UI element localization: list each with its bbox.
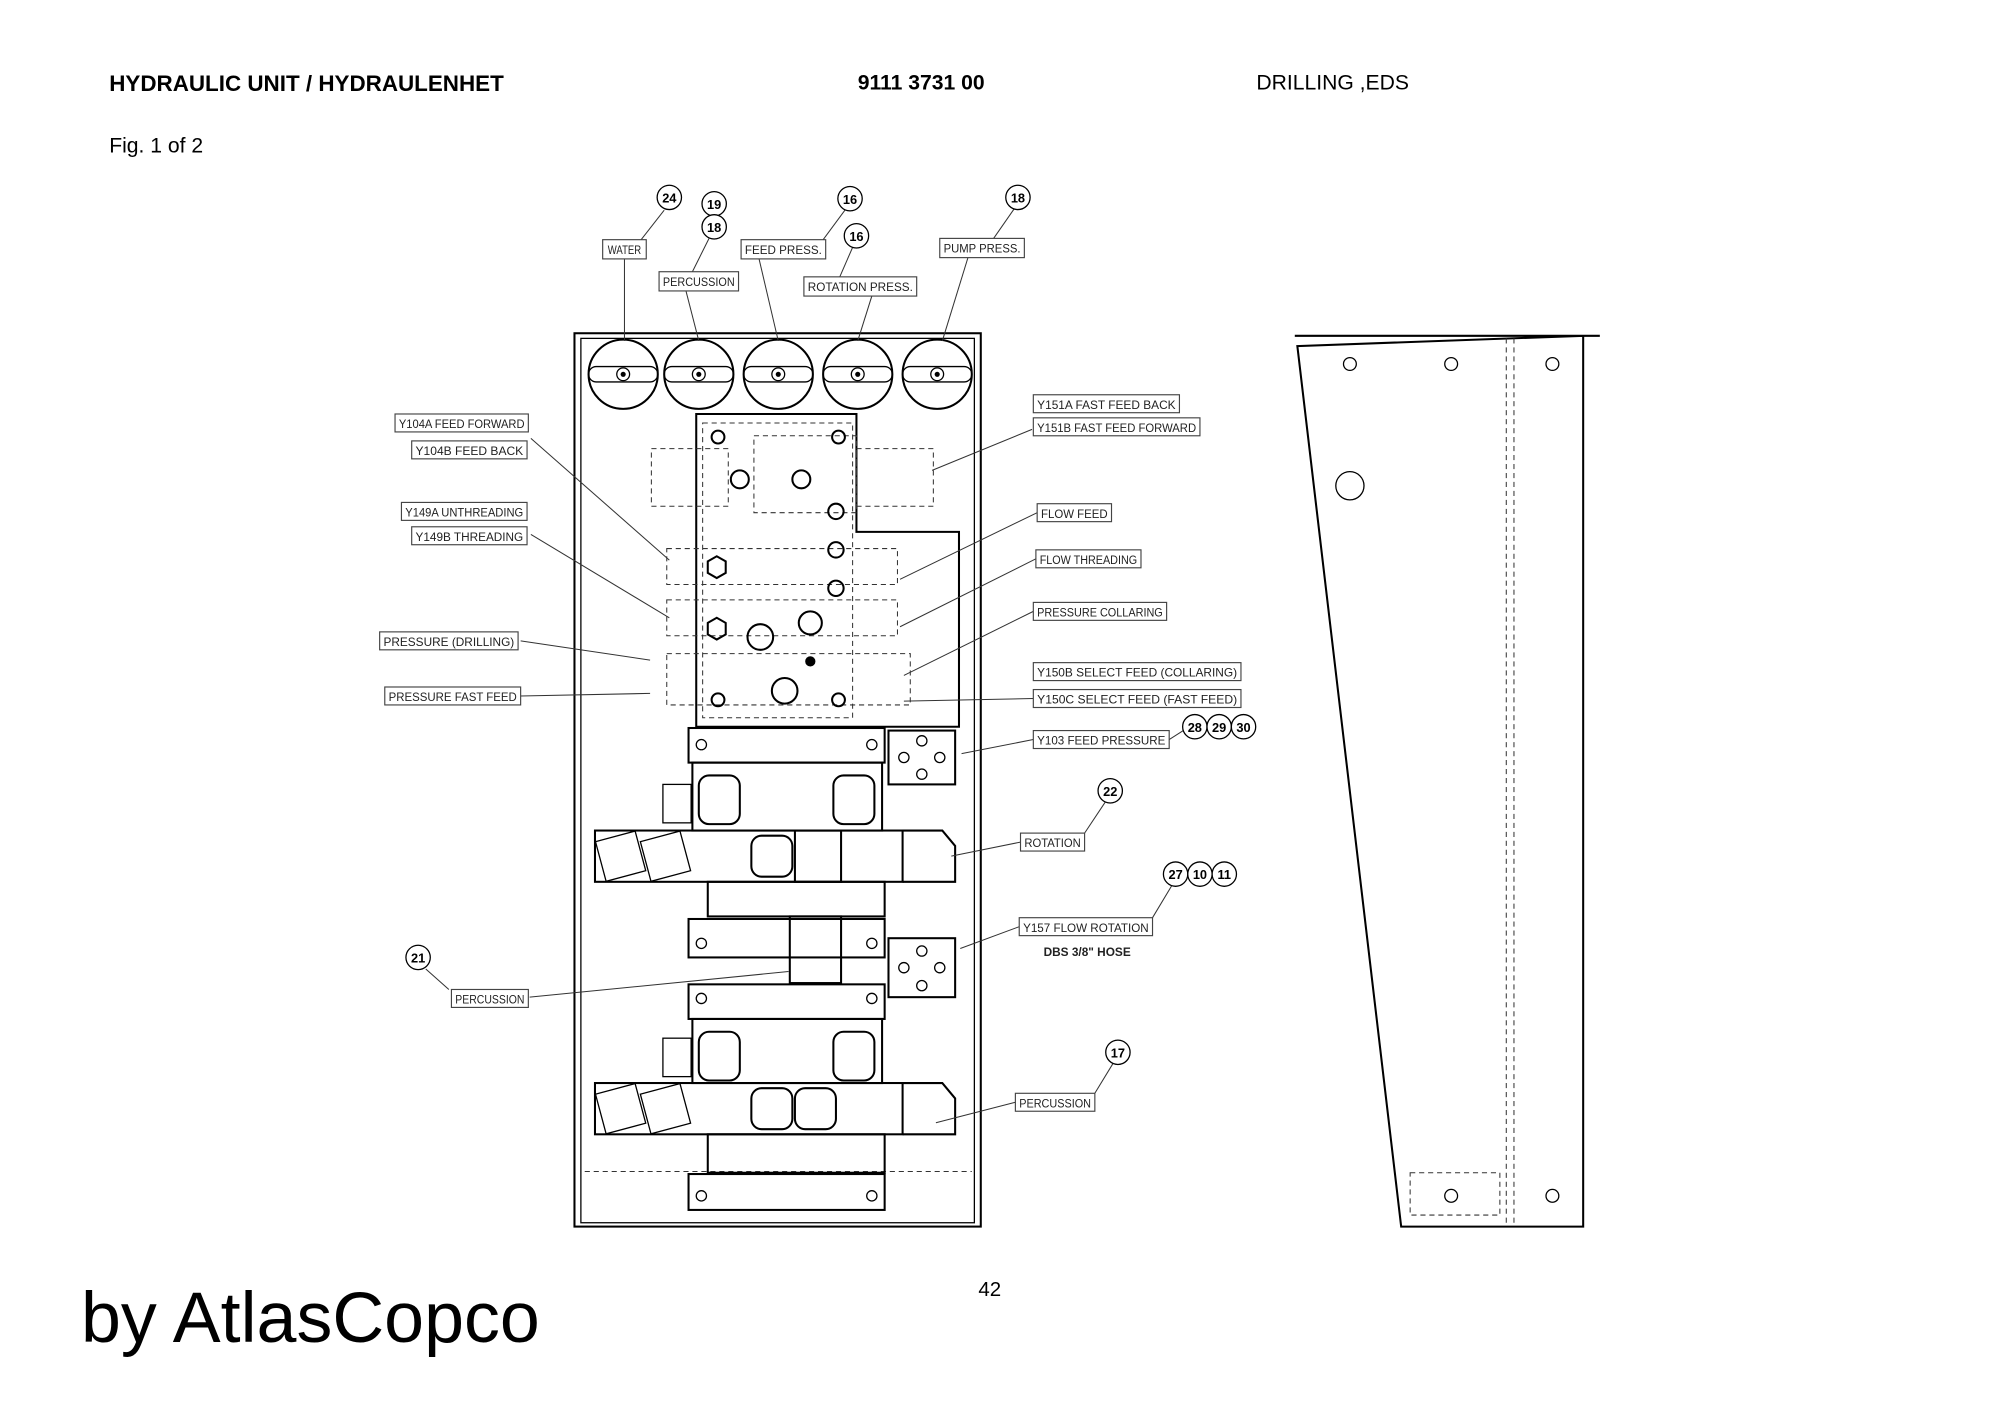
label-y150c: Y150C SELECT FEED (FAST FEED) (1032, 688, 1242, 709)
valve-manifold (650, 412, 961, 728)
label-y149a: Y149A UNTHREADING (400, 501, 528, 521)
section-name: DRILLING ,EDS (1256, 72, 1409, 95)
label-percussion-gauge: PERCUSSION (658, 271, 740, 292)
svg-text:16: 16 (843, 192, 857, 207)
part-number: 9111 3731 00 (858, 72, 985, 95)
svg-text:10: 10 (1193, 867, 1207, 882)
item-bubble-28: 28 (1182, 713, 1208, 740)
item-bubble-29: 29 (1206, 713, 1232, 740)
svg-text:Y149A UNTHREADING: Y149A UNTHREADING (405, 506, 523, 520)
svg-text:28: 28 (1188, 720, 1202, 735)
svg-text:11: 11 (1218, 867, 1232, 882)
label-y150b: Y150B SELECT FEED (COLLARING) (1032, 662, 1242, 682)
svg-text:Y149B THREADING: Y149B THREADING (416, 530, 524, 544)
item-bubble-10: 10 (1187, 861, 1213, 887)
svg-text:22: 22 (1103, 784, 1117, 799)
right-leaders (899, 428, 1184, 1124)
valve-section-rotation (593, 726, 957, 985)
label-y103: Y103 FEED PRESSURE (1032, 729, 1170, 750)
label-y149b: Y149B THREADING (411, 526, 528, 546)
svg-text:16: 16 (849, 229, 863, 244)
label-flow-feed: FLOW FEED (1036, 503, 1113, 523)
svg-text:PERCUSSION: PERCUSSION (455, 993, 524, 1007)
pressure-gauges (587, 338, 973, 410)
item-bubbles: 24 19 18 16 16 18 28 29 30 22 27 10 11 2… (405, 184, 1257, 1066)
item-bubble-18: 18 (1005, 184, 1031, 211)
svg-text:PRESSURE (DRILLING): PRESSURE (DRILLING) (384, 635, 515, 649)
svg-text:Y150C SELECT FEED (FAST FEED): Y150C SELECT FEED (FAST FEED) (1037, 693, 1237, 707)
svg-text:FEED PRESS.: FEED PRESS. (745, 243, 822, 257)
left-leaders (425, 437, 789, 998)
side-bracket-drawing (1294, 334, 1600, 1228)
svg-text:Y103 FEED PRESSURE: Y103 FEED PRESSURE (1037, 734, 1165, 748)
document-title: HYDRAULIC UNIT / HYDRAULENHET (109, 71, 504, 96)
item-bubble-16: 16 (837, 185, 863, 212)
label-percussion-17: PERCUSSION (1014, 1092, 1096, 1112)
svg-text:FLOW FEED: FLOW FEED (1041, 507, 1108, 521)
label-water: WATER (602, 239, 647, 260)
brand-watermark: by AtlasCopco (81, 1278, 540, 1358)
gauge-callouts (623, 208, 1015, 342)
label-pressure-collaring: PRESSURE COLLARING (1032, 601, 1168, 621)
item-bubble-11: 11 (1211, 861, 1238, 887)
svg-text:ROTATION: ROTATION (1024, 836, 1080, 850)
label-y104a: Y104A FEED FORWARD (394, 413, 529, 433)
item-bubble-27: 27 (1162, 861, 1189, 887)
item-bubble-18: 18 (701, 214, 727, 240)
label-y157: Y157 FLOW ROTATION (1018, 917, 1154, 937)
svg-text:Y150B SELECT FEED (COLLARING): Y150B SELECT FEED (COLLARING) (1037, 666, 1237, 680)
item-bubble-21: 21 (405, 944, 431, 971)
hose-note: DBS 3/8" HOSE (1044, 945, 1131, 959)
hydraulic-panel-drawing (573, 332, 982, 1228)
svg-text:PERCUSSION: PERCUSSION (1019, 1096, 1091, 1110)
page-number: 42 (978, 1278, 1001, 1301)
label-rotation: ROTATION (1019, 832, 1086, 852)
label-rotation-press: ROTATION PRESS. (803, 276, 918, 297)
svg-text:PUMP PRESS.: PUMP PRESS. (944, 241, 1021, 255)
svg-text:30: 30 (1236, 720, 1250, 735)
item-bubble-19: 19 (701, 190, 727, 217)
svg-text:19: 19 (707, 197, 721, 212)
svg-text:17: 17 (1111, 1045, 1125, 1060)
label-feed-press: FEED PRESS. (740, 239, 827, 260)
svg-text:PRESSURE FAST FEED: PRESSURE FAST FEED (389, 690, 517, 704)
svg-text:Y104A FEED FORWARD: Y104A FEED FORWARD (399, 417, 525, 431)
svg-text:Y151B FAST FEED FORWARD: Y151B FAST FEED FORWARD (1037, 421, 1196, 435)
item-bubble-17: 17 (1105, 1039, 1131, 1066)
valve-section-percussion (593, 937, 957, 1211)
label-y151b: Y151B FAST FEED FORWARD (1032, 417, 1201, 437)
svg-text:PERCUSSION: PERCUSSION (663, 275, 735, 289)
svg-text:ROTATION PRESS.: ROTATION PRESS. (808, 280, 913, 294)
svg-text:18: 18 (707, 220, 721, 235)
svg-text:FLOW THREADING: FLOW THREADING (1040, 553, 1137, 567)
label-y104b: Y104B FEED BACK (411, 440, 528, 460)
item-bubble-30: 30 (1230, 713, 1257, 740)
label-pump-press: PUMP PRESS. (939, 237, 1025, 259)
svg-text:18: 18 (1011, 191, 1025, 206)
label-pressure-fast-feed: PRESSURE FAST FEED (384, 686, 522, 706)
svg-text:Y157 FLOW ROTATION: Y157 FLOW ROTATION (1023, 921, 1149, 935)
item-bubble-24: 24 (656, 184, 683, 211)
label-pressure-drilling: PRESSURE (DRILLING) (379, 631, 519, 651)
svg-text:Y104B FEED BACK: Y104B FEED BACK (416, 444, 524, 458)
figure-number: Fig. 1 of 2 (109, 135, 203, 158)
svg-text:PRESSURE COLLARING: PRESSURE COLLARING (1037, 605, 1163, 619)
label-flow-threading: FLOW THREADING (1035, 549, 1142, 569)
label-y151a: Y151A FAST FEED BACK (1032, 394, 1181, 414)
svg-text:21: 21 (411, 951, 425, 966)
svg-text:24: 24 (662, 191, 677, 206)
svg-text:Y151A FAST FEED BACK: Y151A FAST FEED BACK (1037, 398, 1175, 412)
item-bubble-22: 22 (1097, 777, 1124, 804)
svg-text:WATER: WATER (608, 243, 641, 257)
svg-text:27: 27 (1168, 867, 1182, 882)
item-bubble-16: 16 (843, 223, 870, 249)
svg-text:29: 29 (1212, 720, 1226, 735)
label-percussion-21: PERCUSSION (450, 988, 529, 1008)
